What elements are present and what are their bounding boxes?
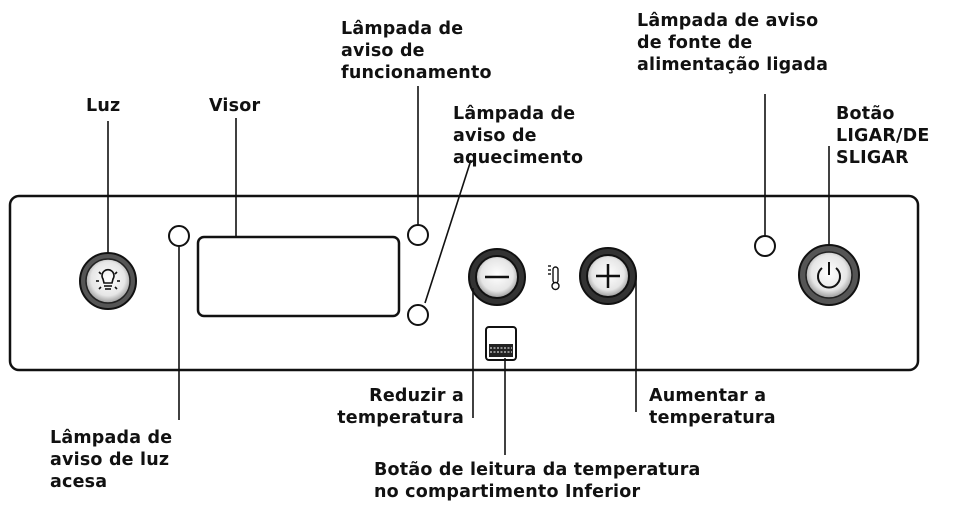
thermometer-icon [548, 265, 560, 291]
label-increase-temperature: Aumentar a temperatura [649, 386, 776, 428]
increase-temperature-button[interactable] [579, 247, 637, 305]
label-heating-lamp: Lâmpada de aviso de aquecimento [453, 104, 584, 168]
decrease-temperature-button[interactable] [468, 248, 526, 306]
leader-lines [107, 86, 830, 455]
plus-icon [596, 264, 620, 288]
power-icon [817, 262, 841, 289]
light-on-lamp [168, 225, 190, 247]
operation-lamp [407, 224, 429, 246]
label-display: Visor [209, 96, 261, 116]
label-decrease-temperature: Reduzir a temperatura [337, 386, 464, 428]
label-operation-lamp: Lâmpada de aviso de funcionamento [341, 19, 492, 83]
label-power-lamp: Lâmpada de aviso de fonte de alimentação… [637, 11, 829, 75]
heating-lamp [407, 304, 429, 326]
label-light-on-lamp: Lâmpada de aviso de luz acesa [50, 428, 173, 492]
power-button[interactable] [798, 244, 860, 306]
light-bulb-icon [96, 268, 120, 290]
display-screen [196, 235, 401, 318]
lower-compartment-temperature-button[interactable] [485, 326, 517, 361]
control-panel [8, 194, 920, 372]
lower-compartment-icon [489, 344, 513, 357]
power-lamp [754, 235, 776, 257]
label-power-button: Botão LIGAR/DE SLIGAR [836, 104, 930, 168]
label-lower-compartment-button: Botão de leitura da temperatura no compa… [374, 460, 701, 502]
light-button[interactable] [79, 252, 137, 310]
label-light: Luz [86, 96, 121, 116]
